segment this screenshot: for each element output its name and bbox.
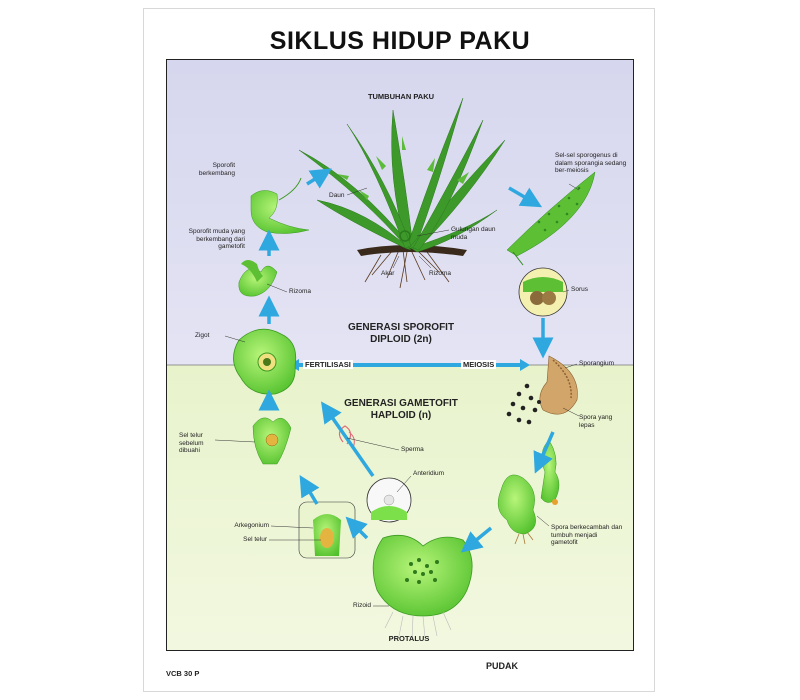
sporofit-berkembang-label: Sporofit berkembang (198, 162, 235, 177)
zygote-illustration (233, 328, 297, 395)
fertilisation-label: FERTILISASI (303, 360, 353, 369)
sporophyte-heading-line1: GENERASI SPOROFIT (347, 322, 455, 333)
fern-plant-title: TUMBUHAN PAKU (367, 92, 435, 101)
spores-illustration (506, 383, 541, 425)
anteridium-label: Anteridium (413, 470, 445, 477)
sel-telur-label: Sel telur (243, 536, 267, 543)
arkegonium-label: Arkegonium (234, 522, 269, 529)
fern-plant-illustration (298, 97, 506, 289)
leader-lines (214, 183, 580, 607)
publisher-logo: PUDAK (486, 661, 519, 671)
daun-label: Daun (329, 192, 345, 199)
spora-berkecambah-label: Spora berkecambah dan tumbuh menjadi gam… (551, 524, 623, 546)
gametophyte-heading-line1: GENERASI GAMETOFIT (344, 398, 458, 409)
sporofit-muda-label: Sporofit muda yang berkembang dari gamet… (188, 228, 245, 250)
arkegonium-illustration (298, 501, 356, 559)
sperma-label: Sperma (401, 446, 424, 453)
young-sporophyte-illustration (238, 177, 310, 297)
sporangium-illustration (539, 355, 578, 415)
akar-label: Akar (381, 270, 395, 277)
rizoid-label: Rizoid (352, 602, 371, 609)
gametophyte-generation-heading: GENERASI GAMETOFIT HAPLOID (n) (327, 398, 475, 422)
poster: SIKLUS HIDUP PAKU (143, 8, 655, 692)
poster-title: SIKLUS HIDUP PAKU (269, 27, 531, 55)
anteridium-illustration (366, 477, 412, 523)
sorus-label: Sorus (571, 286, 588, 293)
zigot-label: Zigot (195, 332, 210, 339)
meiosis-label: MEIOSIS (461, 360, 497, 369)
egg-before-fertilisation-illustration (252, 417, 292, 465)
life-cycle-panel: TUMBUHAN PAKU GENERASI SPOROFIT DIPLOID … (166, 59, 634, 651)
rizoma-young-label: Rizoma (289, 288, 312, 295)
protalus-illustration (372, 534, 473, 641)
sorus-illustration (518, 267, 568, 317)
fertile-frond-illustration (506, 171, 596, 266)
sporangium-label: Sporangium (579, 360, 615, 367)
product-code: VCB 30 P (166, 669, 200, 678)
sporogenus-label: Sel-sel sporogenus di dalam sporangia se… (555, 152, 627, 174)
sel-telur-dibuahi-label: Sel telur sebelum dibuahi (179, 432, 204, 454)
gulungan-daun-label: Gulungan daun muda (451, 226, 496, 241)
sporophyte-generation-heading: GENERASI SPOROFIT DIPLOID (2n) (331, 322, 471, 346)
sporophyte-heading-line2: DIPLOID (2n) (370, 334, 432, 345)
spora-lepas-label: Spora yang lepas (579, 414, 613, 429)
gametophyte-heading-line2: HAPLOID (n) (370, 410, 432, 421)
protalus-title: PROTALUS (388, 634, 430, 643)
rizoma-plant-label: Rizoma (429, 270, 452, 277)
life-cycle-diagram (167, 60, 633, 650)
cycle-arrows (258, 168, 555, 553)
